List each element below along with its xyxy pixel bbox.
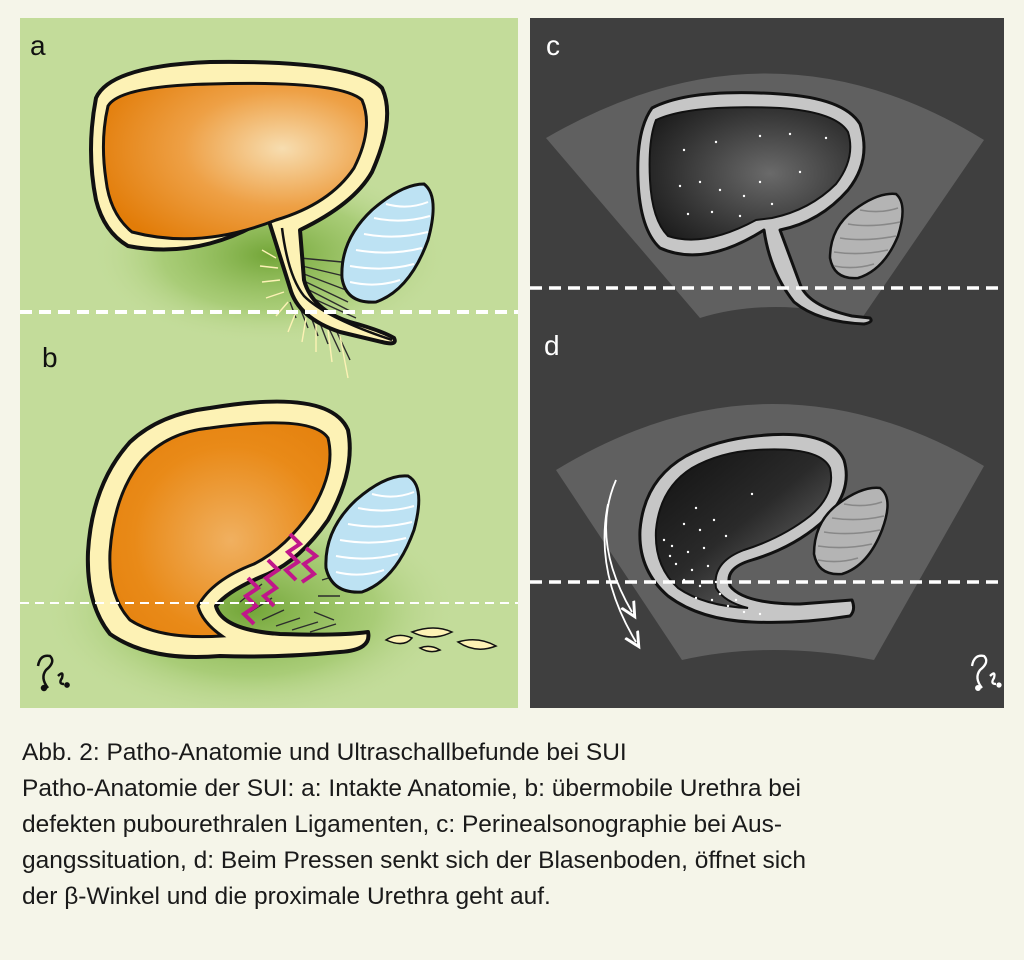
panel-label-b: b xyxy=(42,342,58,373)
panel-label-c: c xyxy=(546,30,560,61)
caption-title: Abb. 2: Patho-Anatomie und Ultraschallbe… xyxy=(22,739,627,766)
symphysis-a xyxy=(340,182,435,304)
diagram-a xyxy=(89,59,435,379)
descent-arrow-1 xyxy=(605,479,632,612)
descent-arrow-2 xyxy=(603,503,637,642)
ultrasound-d xyxy=(556,403,984,660)
ultrasound-echo-dots-d xyxy=(662,492,762,616)
diagram-b xyxy=(85,399,498,660)
ultrasound-c xyxy=(546,73,984,326)
anatomy-figure xyxy=(20,18,1004,708)
ultrasound-echo-dots-c xyxy=(678,132,828,218)
caption-line-4: der β-Winkel und die proximale Urethra g… xyxy=(22,883,551,910)
ultrasound-lumen-c xyxy=(648,106,852,241)
figure-caption: Abb. 2: Patho-Anatomie und Ultraschallbe… xyxy=(22,735,1012,915)
signature-mark-left xyxy=(36,654,70,692)
symphysis-stripes-b xyxy=(335,491,415,576)
urethra-a xyxy=(280,227,393,342)
bladder-lumen-a xyxy=(101,81,368,241)
right-panel xyxy=(530,18,1004,708)
urine-droplets xyxy=(384,627,498,653)
ultrasound-symphysis-d xyxy=(812,486,889,576)
panel-label-a: a xyxy=(30,30,46,61)
caption-line-1: Patho-Anatomie der SUI: a: Intakte Anato… xyxy=(22,775,801,802)
symphysis-stripes-a xyxy=(349,201,431,286)
panel-label-d: d xyxy=(544,330,560,361)
symphysis-b xyxy=(324,474,421,594)
bladder-lumen-b xyxy=(108,421,332,639)
figure: a b c d xyxy=(20,18,1004,708)
ultrasound-symphysis-c xyxy=(828,192,904,280)
ultrasound-symphysis-stripes-c xyxy=(833,207,901,269)
ultrasound-lumen-d xyxy=(654,448,832,609)
ligament-defect-zigzags xyxy=(240,532,320,626)
caption-line-2: defekten pubourethralen Ligamenten, c: P… xyxy=(22,811,783,838)
caption-line-3: gangssituation, d: Beim Pressen senkt si… xyxy=(22,847,807,874)
ultrasound-symphysis-stripes-d xyxy=(817,501,885,563)
left-panel xyxy=(20,18,518,708)
signature-mark-right xyxy=(970,654,1002,691)
